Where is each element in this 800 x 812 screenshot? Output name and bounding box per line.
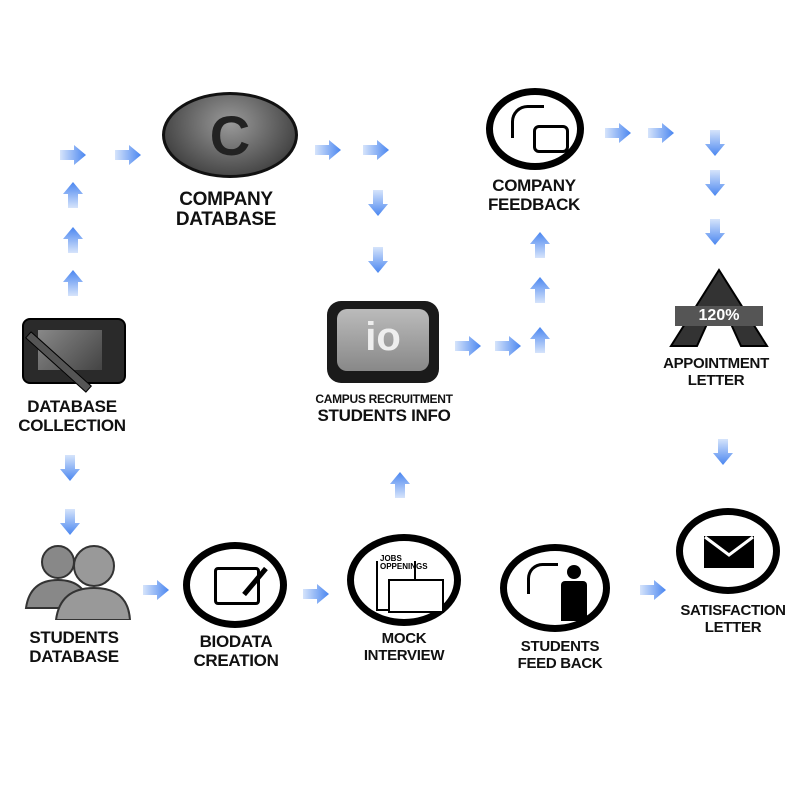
flow-arrow-icon xyxy=(60,509,80,535)
flow-arrow-icon xyxy=(60,145,86,165)
flow-arrow-icon xyxy=(315,140,341,160)
flow-arrow-icon xyxy=(648,123,674,143)
flow-arrow-icon xyxy=(530,232,550,258)
students-feedback-icon xyxy=(500,544,610,632)
flow-arrow-icon xyxy=(605,123,631,143)
flow-arrow-icon xyxy=(530,277,550,303)
company-database-icon: C xyxy=(162,92,298,178)
flow-arrow-icon xyxy=(705,170,725,196)
flow-arrow-icon xyxy=(455,336,481,356)
flow-arrow-icon xyxy=(60,455,80,481)
students-group-icon xyxy=(22,540,132,621)
flow-arrow-icon xyxy=(705,219,725,245)
satisfaction-letter-icon xyxy=(676,508,780,594)
flow-arrow-icon xyxy=(530,327,550,353)
flow-arrow-icon xyxy=(63,270,83,296)
company-logo-glyph: C xyxy=(209,104,251,167)
flow-arrow-icon xyxy=(63,182,83,208)
flow-arrow-icon xyxy=(368,190,388,216)
flow-arrow-icon xyxy=(303,584,329,604)
signal-waves-icon xyxy=(511,105,544,138)
envelope-icon xyxy=(704,535,754,568)
flow-arrow-icon xyxy=(115,145,141,165)
flow-arrow-icon xyxy=(640,580,666,600)
openings-sign-text: OPPENINGS xyxy=(380,562,428,571)
document-pen-icon xyxy=(214,567,260,605)
jobs-sign-text: JOBS xyxy=(380,554,402,563)
signal-waves-icon xyxy=(527,563,558,594)
flow-arrow-icon xyxy=(143,580,169,600)
flow-arrow-icon xyxy=(363,140,389,160)
flow-arrow-icon xyxy=(390,472,410,498)
speech-bubble-icon xyxy=(533,125,569,153)
flow-arrow-icon xyxy=(368,247,388,273)
biodata-creation-icon xyxy=(183,542,287,628)
percentage-badge: 120% xyxy=(698,307,740,324)
flow-arrow-icon xyxy=(495,336,521,356)
campus-recruitment-icon: io xyxy=(327,301,439,383)
appointment-letter-icon: 120% xyxy=(667,268,771,348)
person-icon xyxy=(567,565,581,579)
flow-arrow-icon xyxy=(705,130,725,156)
company-feedback-icon xyxy=(486,88,584,170)
flow-arrow-icon xyxy=(63,227,83,253)
io-glyph: io xyxy=(365,315,401,359)
flow-arrow-icon xyxy=(713,439,733,465)
